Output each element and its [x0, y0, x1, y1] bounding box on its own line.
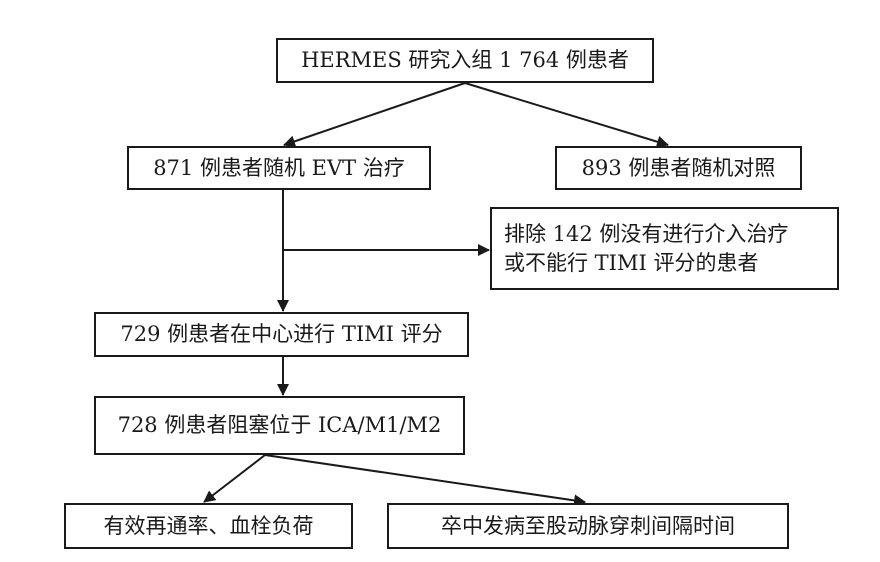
arrow-enrolled-to-evt	[283, 82, 466, 148]
arrow-occlusion-to-onset-interval	[264, 454, 586, 507]
reperfusion-outcome-label: 有效再通率、血栓负荷	[103, 513, 314, 538]
enrolled-patients-box: HERMES 研究入组 1 764 例患者	[276, 38, 654, 83]
timi-scored-box: 729 例患者在中心进行 TIMI 评分	[94, 312, 469, 357]
onset-interval-outcome-label: 卒中发病至股动脉穿刺间隔时间	[441, 513, 735, 538]
arrow-occlusion-to-reperfusion	[203, 454, 266, 503]
excluded-patients-label-line2: 或不能行 TIMI 评分的患者	[504, 250, 759, 275]
enrolled-patients-label: HERMES 研究入组 1 764 例患者	[301, 48, 629, 73]
occlusion-site-label: 728 例患者阻塞位于 ICA/M1/M2	[117, 413, 442, 438]
reperfusion-outcome-box: 有效再通率、血栓负荷	[64, 503, 353, 549]
excluded-patients-label-line1: 排除 142 例没有进行介入治疗	[504, 222, 789, 247]
timi-scored-label: 729 例患者在中心进行 TIMI 评分	[120, 322, 443, 347]
control-group-box: 893 例患者随机对照	[555, 146, 802, 190]
evt-group-label: 871 例患者随机 EVT 治疗	[153, 155, 405, 180]
excluded-patients-box: 排除 142 例没有进行介入治疗 或不能行 TIMI 评分的患者	[490, 207, 839, 290]
occlusion-site-box: 728 例患者阻塞位于 ICA/M1/M2	[94, 396, 465, 455]
control-group-label: 893 例患者随机对照	[581, 155, 776, 180]
onset-interval-outcome-box: 卒中发病至股动脉穿刺间隔时间	[387, 503, 789, 549]
evt-group-box: 871 例患者随机 EVT 治疗	[127, 146, 431, 190]
arrow-enrolled-to-control	[464, 82, 669, 148]
